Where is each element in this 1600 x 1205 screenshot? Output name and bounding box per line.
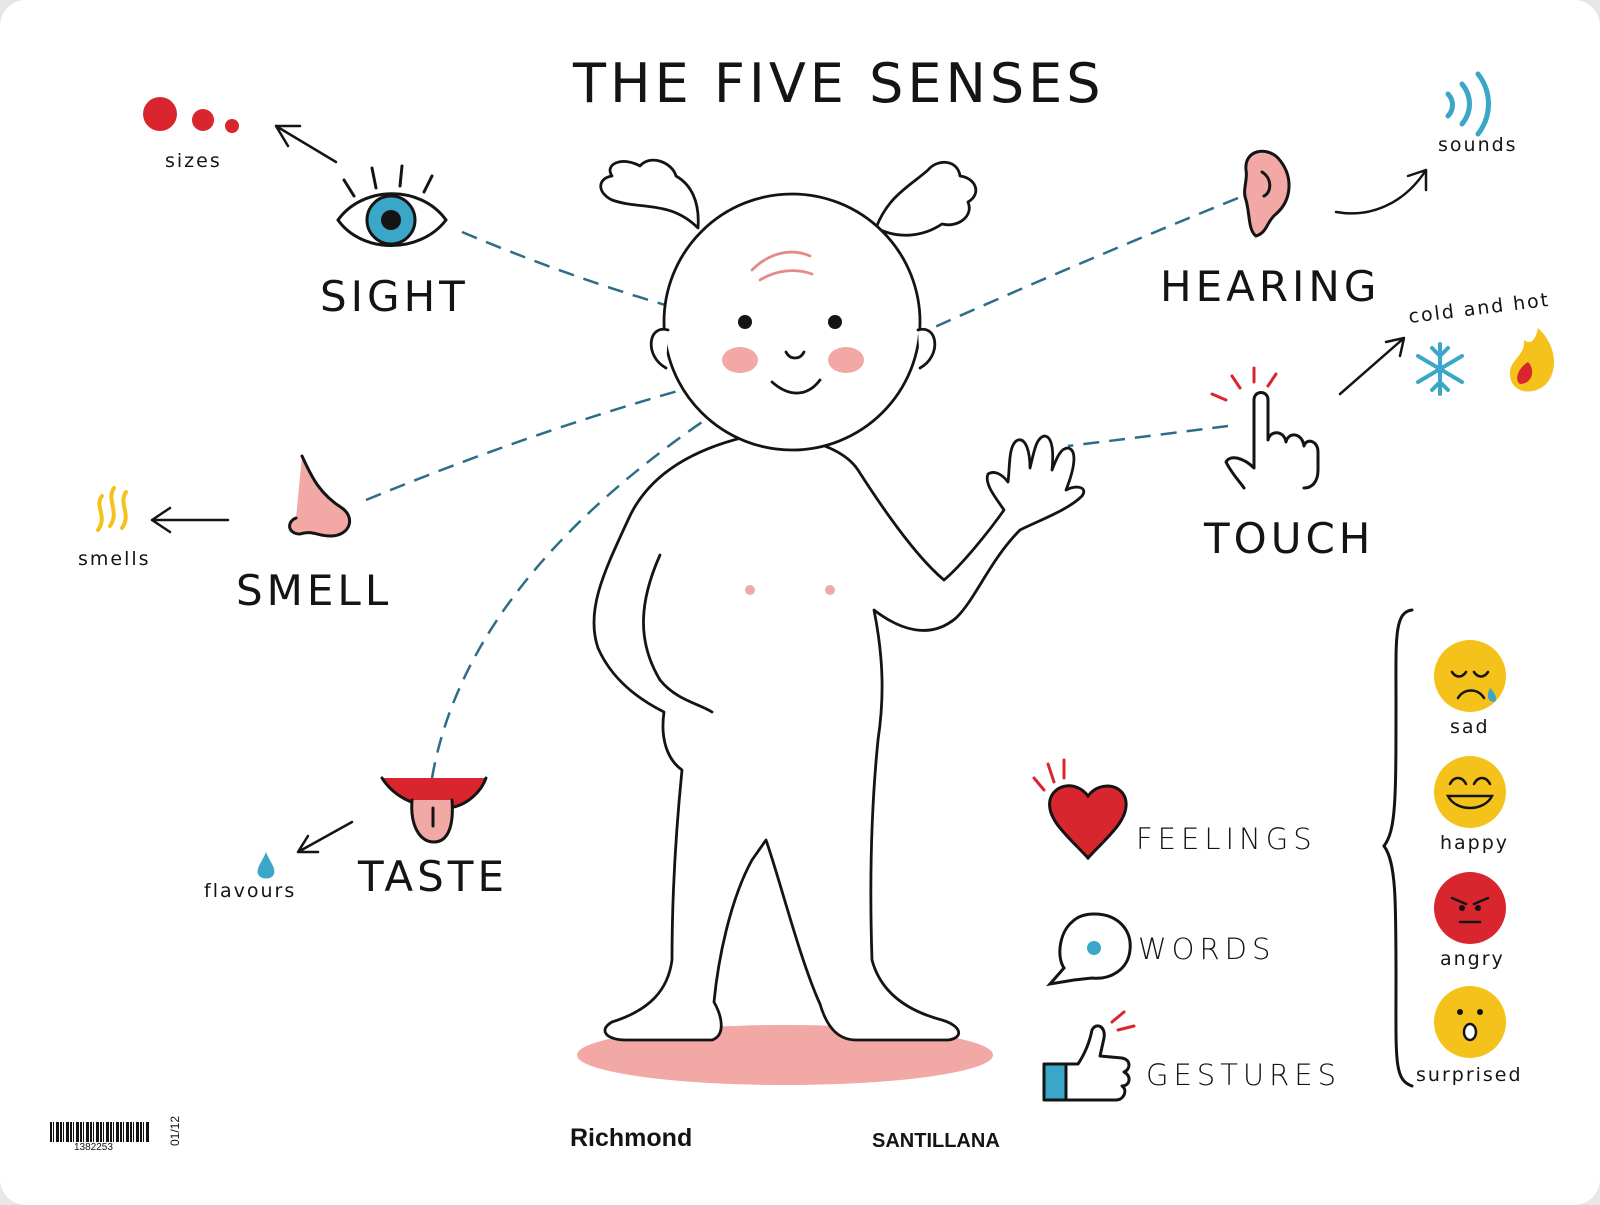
thumbs-up-icon xyxy=(1042,1010,1136,1102)
speech-bubble-icon xyxy=(1046,912,1132,987)
arrow-hearing xyxy=(1334,168,1428,215)
sense-label-taste: TASTE xyxy=(358,852,508,901)
ear-right xyxy=(916,327,937,370)
arrow-taste xyxy=(296,820,354,854)
sense-detail-sight: sizes xyxy=(165,150,222,172)
nipple-right xyxy=(825,585,835,595)
nose-icon xyxy=(288,454,352,538)
connector-hearing xyxy=(927,196,1239,332)
cheek-right xyxy=(828,347,864,373)
face-nose xyxy=(784,350,806,360)
child-head xyxy=(662,192,922,452)
sense-label-sight: SIGHT xyxy=(320,272,469,321)
heart-icon xyxy=(1032,758,1128,861)
publisher-santillana: SANTILLANA xyxy=(872,1130,1000,1152)
drop-icon xyxy=(257,852,275,879)
expression-label-words: WORDS xyxy=(1138,932,1276,966)
sense-label-touch: TOUCH xyxy=(1204,514,1375,563)
sense-detail-smell: smells xyxy=(78,548,151,570)
emotion-label-surprised: surprised xyxy=(1416,1064,1523,1086)
angry-face-icon xyxy=(1434,872,1506,944)
sizes-icon xyxy=(143,97,239,133)
child-figure xyxy=(592,158,1086,1042)
connector-touch xyxy=(1067,424,1229,448)
smell-waves-icon xyxy=(96,486,128,532)
face-mouth xyxy=(770,378,822,395)
arrow-smell xyxy=(150,506,230,534)
sense-label-smell: SMELL xyxy=(236,566,393,615)
connector-taste xyxy=(430,376,771,779)
ear-icon xyxy=(1243,149,1291,238)
arm-left-line xyxy=(642,553,714,714)
emotions-brace xyxy=(1382,608,1414,1088)
emotion-label-sad: sad xyxy=(1450,716,1490,738)
cheek-left xyxy=(722,347,758,373)
eye-icon xyxy=(336,164,448,247)
fire-icon xyxy=(1509,328,1555,392)
child-body xyxy=(592,434,1086,1042)
arrow-touch xyxy=(1338,336,1406,396)
barcode-number: 1382253 xyxy=(74,1142,113,1153)
happy-face-icon xyxy=(1434,756,1506,828)
page-title: THE FIVE SENSES xyxy=(573,52,1105,115)
eye-left xyxy=(738,315,752,329)
sound-waves-icon xyxy=(1445,71,1491,137)
tongue-icon xyxy=(380,776,488,844)
sad-face-icon xyxy=(1434,640,1506,712)
pointing-hand-icon xyxy=(1210,366,1320,490)
eye-right xyxy=(828,315,842,329)
expression-label-feelings: FEELINGS xyxy=(1136,822,1317,856)
emotion-label-happy: happy xyxy=(1440,832,1510,854)
expression-label-gestures: GESTURES xyxy=(1146,1058,1342,1092)
pigtail-right xyxy=(874,161,978,237)
ear-left xyxy=(649,327,670,370)
sense-label-hearing: HEARING xyxy=(1160,262,1381,311)
publisher-richmond: Richmond xyxy=(570,1124,693,1152)
barcode xyxy=(50,1122,150,1142)
surprised-face-icon xyxy=(1434,986,1506,1058)
pigtail-left xyxy=(599,158,700,230)
snowflake-icon xyxy=(1416,342,1464,396)
nipple-left xyxy=(745,585,755,595)
edition-code: 01/12 xyxy=(168,1115,182,1146)
sense-detail-taste: flavours xyxy=(204,880,297,902)
sense-detail-hearing: sounds xyxy=(1438,134,1518,156)
hair-tuft xyxy=(750,250,814,282)
emotion-label-angry: angry xyxy=(1440,948,1505,970)
arrow-sight xyxy=(274,124,338,164)
